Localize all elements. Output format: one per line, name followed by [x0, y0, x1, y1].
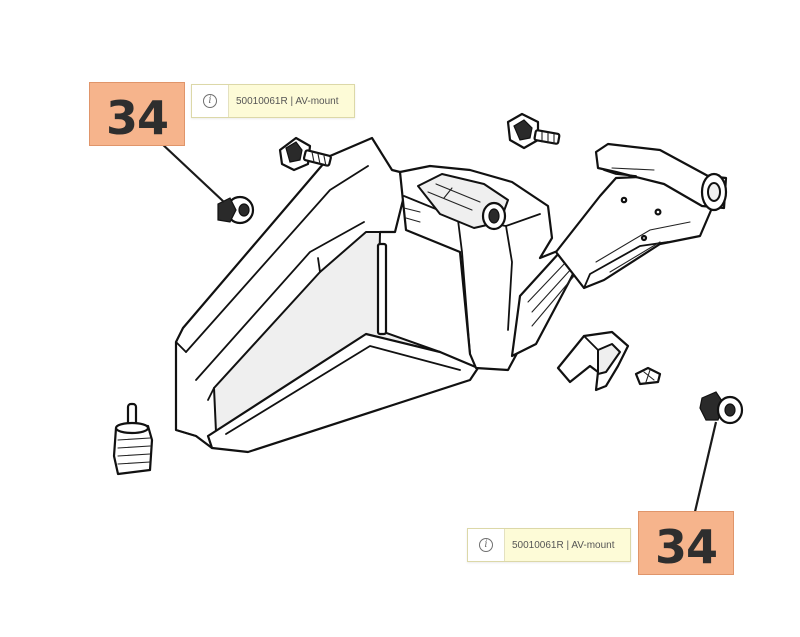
- stud-left-part: [278, 136, 332, 172]
- av-mount-bottom-part: [699, 391, 744, 425]
- tooltip-icon-cell: i: [192, 85, 229, 117]
- tooltip-icon-cell: i: [468, 529, 505, 561]
- stud-right-part: [506, 112, 561, 150]
- fitting-part: [112, 402, 154, 476]
- info-icon[interactable]: i: [479, 538, 493, 552]
- callout-number-text: 34: [105, 91, 169, 145]
- callout-number-top[interactable]: 34: [89, 82, 185, 146]
- tooltip-text: 50010061R | AV-mount: [229, 85, 354, 117]
- part-tooltip-bottom: i 50010061R | AV-mount: [467, 528, 631, 562]
- clip-part: [556, 330, 630, 392]
- rear-bracket-part: [554, 142, 728, 290]
- callout-number-bottom[interactable]: 34: [638, 511, 734, 575]
- leader-line-top: [159, 141, 225, 203]
- info-icon[interactable]: i: [203, 94, 217, 108]
- tooltip-text: 50010061R | AV-mount: [505, 529, 630, 561]
- leader-line-bottom: [692, 421, 718, 517]
- screw-part: [634, 366, 662, 386]
- callout-number-text: 34: [654, 520, 718, 574]
- av-mount-top-part: [217, 195, 255, 225]
- housing-part: [174, 136, 584, 454]
- part-tooltip-top: i 50010061R | AV-mount: [191, 84, 355, 118]
